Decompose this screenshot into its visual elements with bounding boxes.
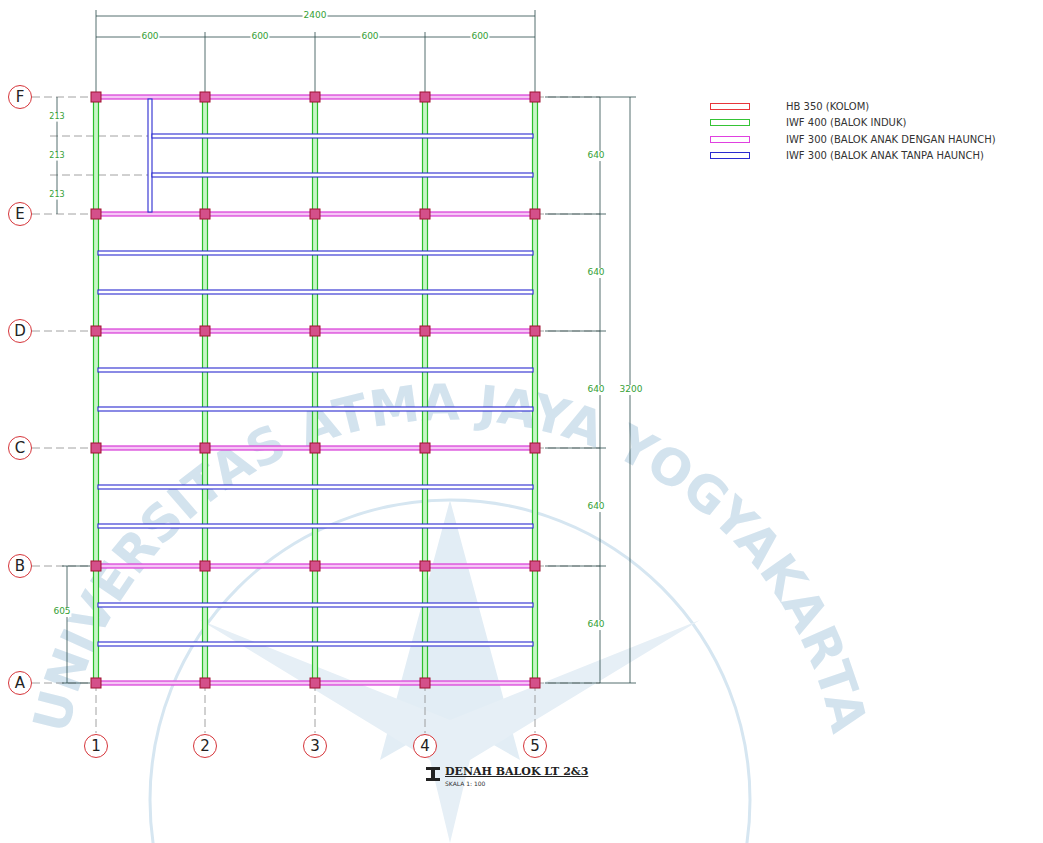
dimension-label: 3200 bbox=[619, 385, 644, 395]
grid-label: E bbox=[15, 207, 24, 222]
legend-swatch bbox=[710, 103, 750, 110]
legend-swatch bbox=[710, 119, 750, 126]
grid-bubble: D bbox=[8, 319, 32, 343]
dimension-lines bbox=[57, 10, 636, 683]
dimension-label: 640 bbox=[586, 268, 605, 278]
legend-swatch bbox=[710, 152, 750, 159]
dimension-label: 600 bbox=[470, 32, 489, 42]
grid-label: 1 bbox=[91, 739, 101, 754]
grid-label: 3 bbox=[310, 739, 320, 754]
grid-bubble: C bbox=[8, 436, 32, 460]
grid-bubble: B bbox=[8, 554, 32, 578]
dimension-label: 640 bbox=[586, 151, 605, 161]
grid-label: 2 bbox=[200, 739, 210, 754]
legend-text: IWF 300 (BALOK ANAK TANPA HAUNCH) bbox=[786, 150, 984, 161]
grid-bubble: F bbox=[8, 85, 32, 109]
legend-row: IWF 300 (BALOK ANAK DENGAN HAUNCH) bbox=[710, 134, 996, 145]
watermark-star bbox=[200, 620, 700, 843]
grid-bubble: 2 bbox=[193, 734, 217, 758]
dimension-label: 600 bbox=[360, 32, 379, 42]
grid-label: F bbox=[16, 90, 25, 105]
grid-bubble: 3 bbox=[303, 734, 327, 758]
main-beams bbox=[94, 97, 538, 683]
columns bbox=[91, 92, 540, 688]
secondary-beams bbox=[98, 99, 533, 646]
grid-label: B bbox=[15, 559, 25, 574]
grid-bubble: 1 bbox=[84, 734, 108, 758]
grid-bubble: A bbox=[8, 671, 32, 695]
dimension-label: 600 bbox=[250, 32, 269, 42]
legend-row: IWF 300 (BALOK ANAK TANPA HAUNCH) bbox=[710, 150, 984, 161]
grid-label: 4 bbox=[420, 739, 430, 754]
legend-row: IWF 400 (BALOK INDUK) bbox=[710, 117, 906, 128]
grid-label: 5 bbox=[530, 739, 540, 754]
dimension-label: 640 bbox=[586, 385, 605, 395]
grid-bubble: 4 bbox=[413, 734, 437, 758]
watermark-text: UNIVERSITAS ATMA JAYA YOGYAKARTA bbox=[22, 374, 878, 739]
grid-label: A bbox=[15, 676, 25, 691]
legend-text: HB 350 (KOLOM) bbox=[786, 101, 869, 112]
plan-title: DENAH BALOK LT 2&3 bbox=[445, 765, 588, 778]
watermark: UNIVERSITAS ATMA JAYA YOGYAKARTA bbox=[22, 374, 878, 739]
dimension-label: 600 bbox=[140, 32, 159, 42]
watermark-ring bbox=[150, 500, 750, 843]
dimension-label: 213 bbox=[48, 113, 65, 122]
grid-label: C bbox=[15, 441, 25, 456]
grid-lines bbox=[32, 97, 600, 733]
legend-swatch bbox=[710, 136, 750, 143]
grid-bubble: E bbox=[8, 202, 32, 226]
grid-bubble: 5 bbox=[523, 734, 547, 758]
title-symbol bbox=[426, 767, 440, 781]
legend-text: IWF 300 (BALOK ANAK DENGAN HAUNCH) bbox=[786, 134, 996, 145]
legend-row: HB 350 (KOLOM) bbox=[710, 101, 869, 112]
dimension-label: 2400 bbox=[303, 11, 328, 21]
dimension-label: 640 bbox=[586, 620, 605, 630]
dimension-label: 640 bbox=[586, 502, 605, 512]
dimension-label: 213 bbox=[48, 191, 65, 200]
scale-caption: SKALA 1: 100 bbox=[445, 780, 485, 787]
dimension-label: 605 bbox=[52, 607, 71, 617]
grid-label: D bbox=[14, 324, 26, 339]
haunch-beams bbox=[96, 95, 535, 685]
dimension-label: 213 bbox=[48, 152, 65, 161]
legend-text: IWF 400 (BALOK INDUK) bbox=[786, 117, 906, 128]
